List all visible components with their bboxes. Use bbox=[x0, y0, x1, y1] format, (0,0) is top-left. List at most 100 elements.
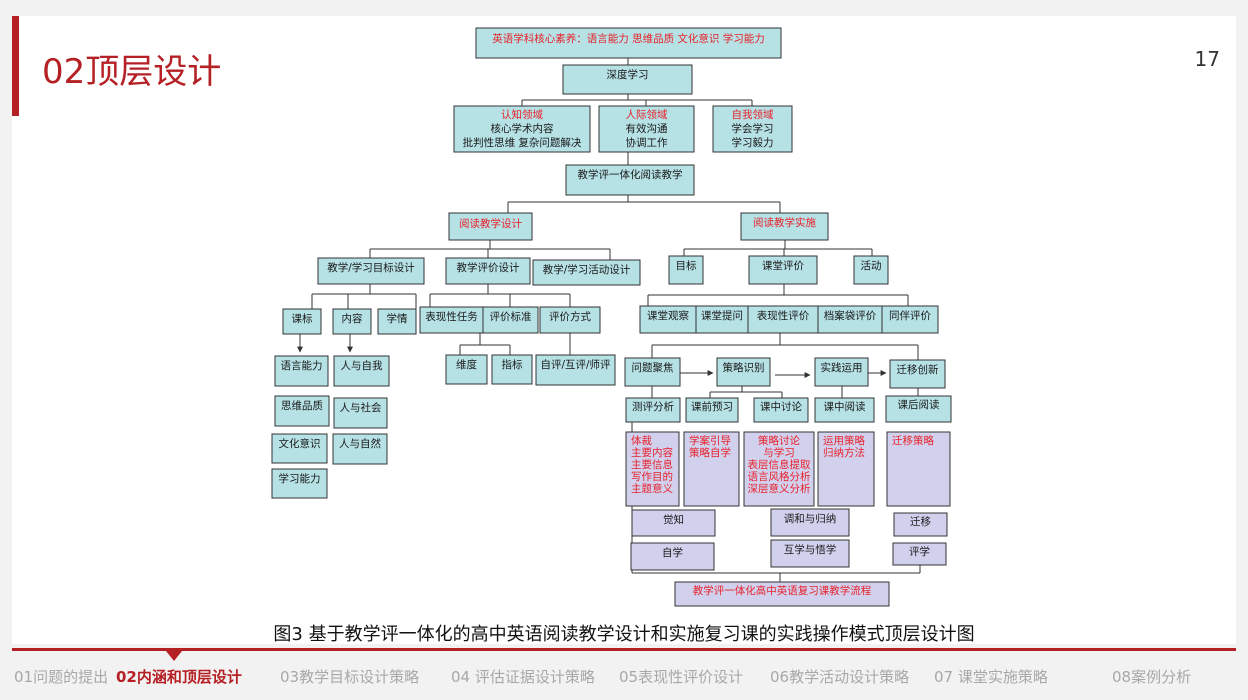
language-competency-box: 语言能力 bbox=[274, 355, 329, 387]
svg-text:写作目的: 写作目的 bbox=[631, 470, 673, 483]
deep-learning-box: 深度学习 bbox=[562, 64, 693, 95]
svg-text:核心学术内容: 核心学术内容 bbox=[491, 122, 554, 135]
detail-apply-strategy: 运用策略 归纳方法 bbox=[817, 431, 875, 507]
svg-text:语言能力: 语言能力 bbox=[281, 359, 323, 372]
eval-type-portfolio: 档案袋评价 bbox=[817, 305, 883, 334]
svg-text:语言风格分析: 语言风格分析 bbox=[748, 470, 811, 483]
nav-item-6[interactable]: 06教学活动设计策略 bbox=[770, 668, 910, 686]
performance-task-box: 表现性任务 bbox=[419, 306, 484, 334]
eval-method-box: 评价方式 bbox=[539, 306, 601, 334]
nav-item-8[interactable]: 08案例分析 bbox=[1112, 668, 1192, 686]
assessment-methods-box: 自评/互评/师评 bbox=[535, 354, 616, 386]
thinking-competency-box: 思维品质 bbox=[274, 395, 330, 427]
svg-text:策略讨论: 策略讨论 bbox=[758, 434, 800, 447]
stage-discussion: 课中讨论 bbox=[753, 397, 809, 423]
flow-problem-focus: 问题聚焦 bbox=[624, 357, 681, 387]
svg-text:评价方式: 评价方式 bbox=[549, 310, 591, 323]
self-domain-box: 自我领域 学会学习 学习毅力 bbox=[712, 105, 793, 153]
svg-text:问题聚焦: 问题聚焦 bbox=[632, 361, 674, 374]
svg-text:评价标准: 评价标准 bbox=[490, 311, 532, 323]
svg-text:表现性评价: 表现性评价 bbox=[757, 309, 810, 322]
svg-text:测评分析: 测评分析 bbox=[632, 400, 674, 413]
interpersonal-domain-box: 人际领域 有效沟通 协调工作 bbox=[598, 105, 695, 153]
connector-lines bbox=[297, 58, 921, 582]
svg-text:批判性思维 复杂问题解决: 批判性思维 复杂问题解决 bbox=[463, 136, 582, 149]
detail-transfer-strategy: 迁移策略 bbox=[886, 431, 951, 507]
theme-nature-box: 人与自然 bbox=[332, 433, 388, 465]
svg-text:课中讨论: 课中讨论 bbox=[760, 400, 802, 413]
stage-preview: 课前预习 bbox=[685, 397, 739, 423]
svg-text:人与社会: 人与社会 bbox=[340, 401, 382, 414]
svg-text:人际领域: 人际领域 bbox=[626, 108, 668, 121]
svg-text:教学/学习目标设计: 教学/学习目标设计 bbox=[327, 261, 415, 274]
svg-text:深度学习: 深度学习 bbox=[607, 68, 649, 81]
detail-genre-content: 体裁 主要内容 主要信息 写作目的 主题意义 bbox=[625, 431, 680, 507]
flow-transfer-innovate: 迁移创新 bbox=[889, 359, 946, 389]
outcome-awareness: 觉知 bbox=[631, 509, 716, 537]
svg-text:表现性任务: 表现性任务 bbox=[425, 310, 478, 323]
svg-text:与学习: 与学习 bbox=[763, 446, 795, 459]
flow-practice-apply: 实践运用 bbox=[814, 357, 869, 387]
class-eval-box: 课堂评价 bbox=[748, 255, 818, 285]
svg-text:互学与悟学: 互学与悟学 bbox=[784, 543, 837, 556]
svg-text:课堂观察: 课堂观察 bbox=[647, 309, 689, 322]
svg-text:英语学科核心素养：语言能力 思维品质 文化意识 学习能力: 英语学科核心素养：语言能力 思维品质 文化意识 学习能力 bbox=[492, 32, 765, 45]
svg-text:课堂提问: 课堂提问 bbox=[701, 309, 743, 322]
outcome-self-study: 自学 bbox=[630, 542, 715, 571]
svg-text:阅读教学设计: 阅读教学设计 bbox=[459, 217, 522, 230]
theme-society-box: 人与社会 bbox=[333, 397, 388, 429]
review-process-box: 教学评一体化高中英语复习课教学流程 bbox=[674, 581, 890, 607]
stage-after-class-reading: 课后阅读 bbox=[885, 395, 952, 423]
eval-type-performance: 表现性评价 bbox=[747, 305, 819, 334]
svg-text:活动: 活动 bbox=[861, 260, 882, 272]
activity-design-box: 教学/学习活动设计 bbox=[532, 259, 641, 286]
figure-caption: 图3 基于教学评一体化的高中英语阅读教学设计和实施复习课的实践操作模式顶层设计图 bbox=[273, 624, 975, 645]
svg-text:课堂评价: 课堂评价 bbox=[762, 260, 804, 272]
svg-text:深层意义分析: 深层意义分析 bbox=[748, 482, 811, 495]
svg-text:自学: 自学 bbox=[662, 546, 683, 559]
svg-text:自评/互评/师评: 自评/互评/师评 bbox=[540, 358, 611, 371]
reading-design-box: 阅读教学设计 bbox=[448, 212, 533, 241]
nav-item-4[interactable]: 04 评估证据设计策略 bbox=[451, 668, 595, 686]
svg-text:迁移: 迁移 bbox=[910, 515, 931, 528]
svg-text:觉知: 觉知 bbox=[663, 513, 684, 526]
svg-text:学案引导: 学案引导 bbox=[689, 434, 731, 447]
standard-box: 课标 bbox=[282, 308, 322, 335]
svg-text:协调工作: 协调工作 bbox=[626, 136, 668, 149]
culture-competency-box: 文化意识 bbox=[271, 433, 328, 464]
svg-text:指标: 指标 bbox=[502, 358, 523, 371]
nav-item-2[interactable]: 02内涵和顶层设计 bbox=[116, 668, 242, 686]
detail-guided-self-study: 学案引导 策略自学 bbox=[683, 431, 740, 507]
svg-text:主要内容: 主要内容 bbox=[631, 446, 673, 459]
nav-item-5[interactable]: 05表现性评价设计 bbox=[619, 668, 744, 686]
nav-item-7[interactable]: 07 课堂实施策略 bbox=[934, 668, 1048, 686]
core-literacy-box: 英语学科核心素养：语言能力 思维品质 文化意识 学习能力 bbox=[475, 27, 782, 59]
svg-text:文化意识: 文化意识 bbox=[279, 437, 321, 450]
stage-in-class-reading: 课中阅读 bbox=[814, 397, 875, 423]
indicator-box: 指标 bbox=[491, 354, 533, 385]
outcome-mutual-learning: 互学与悟学 bbox=[770, 539, 850, 568]
svg-text:档案袋评价: 档案袋评价 bbox=[824, 309, 877, 322]
svg-text:课标: 课标 bbox=[292, 313, 313, 325]
nav-current-pointer bbox=[166, 651, 182, 661]
title-accent-bar bbox=[12, 16, 19, 116]
nav-item-3[interactable]: 03教学目标设计策略 bbox=[280, 668, 420, 686]
outcome-evaluate: 评学 bbox=[892, 542, 947, 566]
nav-item-1[interactable]: 01问题的提出 bbox=[14, 668, 109, 686]
svg-text:人与自然: 人与自然 bbox=[339, 437, 381, 450]
svg-text:学习能力: 学习能力 bbox=[279, 472, 321, 485]
svg-text:内容: 内容 bbox=[342, 312, 363, 325]
svg-text:维度: 维度 bbox=[456, 358, 477, 371]
svg-text:课中阅读: 课中阅读 bbox=[824, 400, 866, 413]
svg-text:课后阅读: 课后阅读 bbox=[898, 398, 940, 411]
situation-box: 学情 bbox=[377, 308, 417, 335]
goal-design-box: 教学/学习目标设计 bbox=[317, 257, 425, 285]
svg-text:目标: 目标 bbox=[676, 260, 697, 272]
svg-text:策略自学: 策略自学 bbox=[689, 446, 731, 459]
svg-text:教学/学习活动设计: 教学/学习活动设计 bbox=[543, 263, 631, 276]
svg-text:学会学习: 学会学习 bbox=[732, 122, 774, 135]
svg-text:学情: 学情 bbox=[387, 312, 408, 325]
impl-activity-box: 活动 bbox=[853, 255, 889, 285]
svg-text:评学: 评学 bbox=[909, 545, 930, 558]
